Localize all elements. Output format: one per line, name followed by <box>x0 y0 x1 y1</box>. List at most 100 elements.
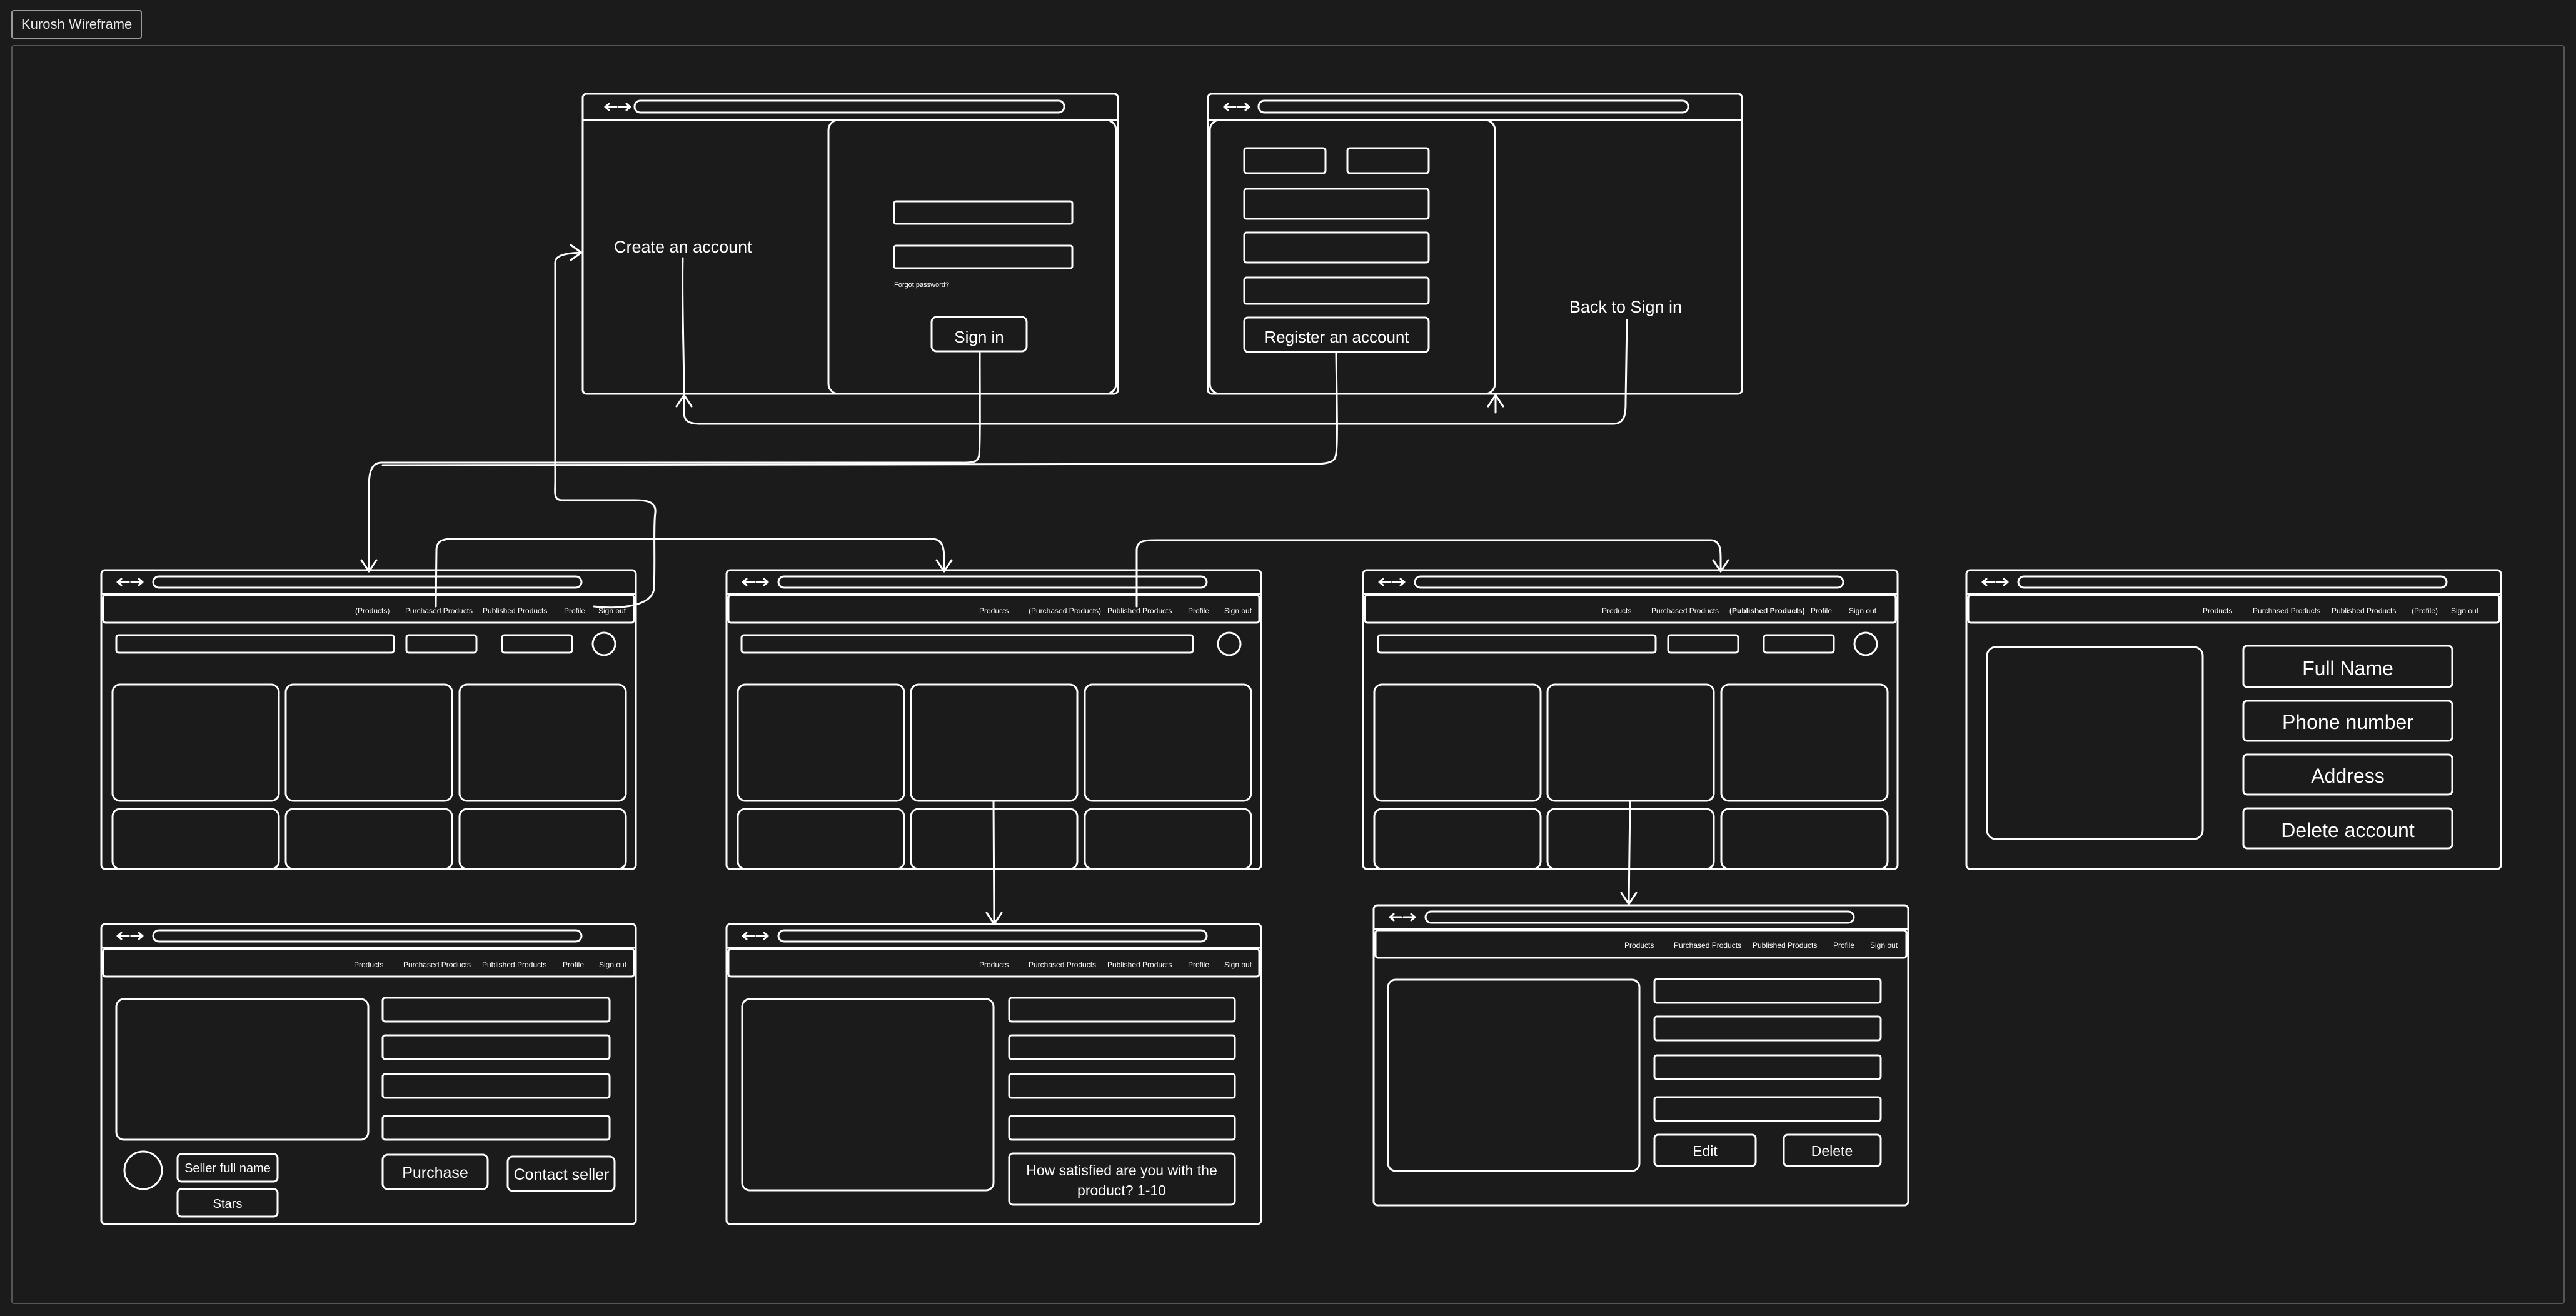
product-card[interactable] <box>1084 683 1252 802</box>
nav-profile[interactable]: Profile <box>1188 606 1209 615</box>
browser-url-bar[interactable] <box>633 99 1065 114</box>
nav-published[interactable]: Published Products <box>2332 606 2396 615</box>
avatar[interactable] <box>1217 631 1242 656</box>
nav-signout[interactable]: Sign out <box>1870 941 1898 950</box>
nav-purchased[interactable]: Purchased Products <box>405 606 473 615</box>
nav-purchased[interactable]: Purchased Products <box>1029 960 1096 969</box>
product-card[interactable] <box>737 808 905 870</box>
product-image[interactable] <box>1387 978 1641 1172</box>
product-card[interactable] <box>1084 808 1252 870</box>
product-image[interactable] <box>115 998 370 1141</box>
nav-profile[interactable]: Profile <box>564 606 585 615</box>
delete-account-button[interactable] <box>2242 807 2453 850</box>
nav-published-active[interactable]: (Published Products) <box>1729 606 1805 615</box>
product-card[interactable] <box>111 683 280 802</box>
search-input[interactable] <box>115 634 395 654</box>
product-title-field[interactable] <box>1653 978 1882 1004</box>
nav-purchased[interactable]: Purchased Products <box>2253 606 2320 615</box>
seller-avatar[interactable] <box>123 1150 163 1190</box>
browser-url-bar[interactable] <box>1424 910 1855 924</box>
nav-signout[interactable]: Sign out <box>1224 606 1252 615</box>
browser-nav-arrows-icon[interactable] <box>742 932 769 940</box>
nav-products[interactable]: Products <box>979 960 1009 969</box>
browser-nav-arrows-icon[interactable] <box>1389 913 1416 922</box>
nav-profile[interactable]: Profile <box>1833 941 1854 950</box>
product-price-field[interactable] <box>1653 1015 1882 1042</box>
delete-button[interactable] <box>1783 1133 1882 1167</box>
nav-signout[interactable]: Sign out <box>598 606 626 615</box>
nav-purchased[interactable]: Purchased Products <box>1651 606 1719 615</box>
browser-url-bar[interactable] <box>152 575 583 589</box>
filter-dropdown[interactable] <box>1667 634 1739 654</box>
avatar[interactable] <box>1853 631 1878 656</box>
browser-nav-arrows-icon[interactable] <box>1223 103 1250 111</box>
nav-profile[interactable]: Profile <box>1811 606 1832 615</box>
browser-url-bar[interactable] <box>777 929 1208 943</box>
nav-profile[interactable]: Profile <box>1188 960 1209 969</box>
full-name-field[interactable] <box>2242 645 2453 688</box>
nav-purchased[interactable]: Purchased Products <box>403 960 471 969</box>
product-card[interactable] <box>737 683 905 802</box>
product-category-field[interactable] <box>1653 1054 1882 1080</box>
address-field[interactable] <box>2242 753 2453 796</box>
first-name-field[interactable] <box>1243 147 1327 174</box>
browser-nav-arrows-icon[interactable] <box>116 932 144 940</box>
nav-signout[interactable]: Sign out <box>599 960 627 969</box>
product-card[interactable] <box>284 808 453 870</box>
product-card[interactable] <box>1720 808 1889 870</box>
purchase-button[interactable] <box>381 1153 489 1190</box>
nav-purchased-active[interactable]: (Purchased Products) <box>1029 606 1101 615</box>
confirm-password-field[interactable] <box>1243 276 1430 305</box>
browser-url-bar[interactable] <box>2017 575 2448 589</box>
contact-seller-button[interactable] <box>506 1155 616 1192</box>
nav-profile[interactable]: Profile <box>563 960 584 969</box>
nav-products[interactable]: Products <box>354 960 383 969</box>
search-input[interactable] <box>1377 634 1657 654</box>
last-name-field[interactable] <box>1346 147 1430 174</box>
sort-dropdown[interactable] <box>501 634 573 654</box>
satisfaction-rating-field[interactable] <box>1008 1152 1236 1206</box>
search-input[interactable] <box>740 634 1194 654</box>
phone-field[interactable] <box>2242 700 2453 742</box>
nav-published[interactable]: Published Products <box>482 960 546 969</box>
nav-published[interactable]: Published Products <box>483 606 547 615</box>
nav-signout[interactable]: Sign out <box>2451 606 2479 615</box>
nav-products[interactable]: Products <box>1602 606 1631 615</box>
create-account-link[interactable]: Create an account <box>614 238 752 256</box>
filter-dropdown[interactable] <box>405 634 478 654</box>
product-card[interactable] <box>1546 683 1715 802</box>
nav-signout[interactable]: Sign out <box>1849 606 1877 615</box>
product-card[interactable] <box>1720 683 1889 802</box>
product-card[interactable] <box>1373 683 1542 802</box>
product-image[interactable] <box>741 998 995 1192</box>
browser-nav-arrows-icon[interactable] <box>1378 578 1406 586</box>
back-to-signin-link[interactable]: Back to Sign in <box>1569 298 1682 316</box>
wireframe-title-tab[interactable]: Kurosh Wireframe <box>11 10 143 39</box>
password-field[interactable] <box>1243 231 1430 264</box>
browser-nav-arrows-icon[interactable] <box>604 103 631 111</box>
browser-url-bar[interactable] <box>1414 575 1844 589</box>
nav-products[interactable]: Products <box>979 606 1009 615</box>
nav-published[interactable]: Published Products <box>1107 960 1172 969</box>
nav-products[interactable]: Products <box>1624 941 1654 950</box>
avatar[interactable] <box>591 631 616 656</box>
profile-picture[interactable] <box>1986 646 2204 840</box>
nav-purchased[interactable]: Purchased Products <box>1674 941 1741 950</box>
username-field[interactable] <box>893 200 1074 225</box>
nav-published[interactable]: Published Products <box>1753 941 1817 950</box>
password-field[interactable] <box>893 244 1074 269</box>
nav-products[interactable]: Products <box>2203 606 2232 615</box>
product-card[interactable] <box>910 683 1079 802</box>
browser-nav-arrows-icon[interactable] <box>116 578 144 586</box>
edit-button[interactable] <box>1653 1133 1757 1167</box>
email-field[interactable] <box>1243 188 1430 220</box>
sort-dropdown[interactable] <box>1763 634 1835 654</box>
browser-url-bar[interactable] <box>1257 99 1689 114</box>
browser-nav-arrows-icon[interactable] <box>1981 578 2009 586</box>
nav-products-active[interactable]: (Products) <box>355 606 390 615</box>
browser-url-bar[interactable] <box>777 575 1208 589</box>
product-card[interactable] <box>458 683 627 802</box>
nav-profile-active[interactable]: (Profile) <box>2412 606 2438 615</box>
browser-nav-arrows-icon[interactable] <box>742 578 769 586</box>
product-card[interactable] <box>1373 808 1542 870</box>
